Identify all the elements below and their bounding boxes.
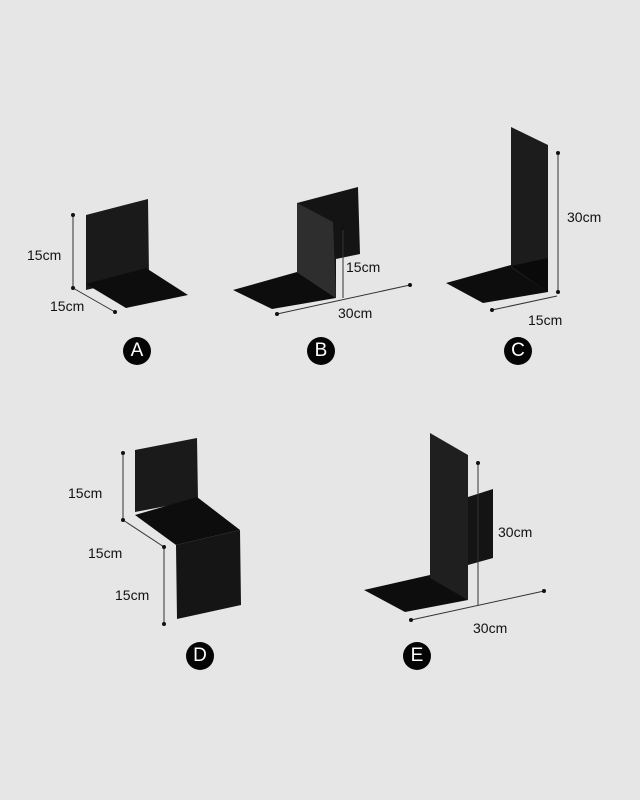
dim-label-a-depth: 15cm	[50, 298, 85, 314]
bookend-b	[233, 187, 412, 316]
bookend-e-tall-panel	[430, 433, 468, 600]
bookend-a-back-panel	[86, 199, 149, 290]
dim-label-c-depth: 15cm	[528, 312, 563, 328]
variant-badge-e: E	[403, 642, 431, 670]
variant-badge-d: D	[186, 642, 214, 670]
bookend-d	[121, 438, 241, 626]
bookend-d-step	[135, 497, 240, 545]
bookend-a	[71, 199, 188, 314]
bookend-b-fold-panel	[297, 203, 336, 298]
dim-label-b-height: 15cm	[346, 259, 381, 275]
dim-label-c-height: 30cm	[567, 209, 602, 225]
dim-label-a-height: 15cm	[27, 247, 62, 263]
dim-label-e-width: 30cm	[473, 620, 508, 636]
bookend-d-upper-panel	[135, 438, 198, 512]
variant-badge-a: A	[123, 337, 151, 365]
dim-label-d-upper: 15cm	[68, 485, 103, 501]
bookend-c	[446, 127, 560, 312]
bookend-b-base	[233, 272, 336, 309]
bookend-e	[364, 433, 546, 622]
variant-badge-c: C	[504, 337, 532, 365]
dim-label-b-width: 30cm	[338, 305, 373, 321]
bookend-c-tall-panel	[511, 127, 548, 292]
bookend-d-lower-panel	[176, 530, 241, 619]
dim-label-d-lower: 15cm	[115, 587, 150, 603]
variant-badge-b: B	[307, 337, 335, 365]
dim-label-e-height: 30cm	[498, 524, 533, 540]
bookend-a-base	[86, 268, 188, 308]
dim-label-d-step: 15cm	[88, 545, 123, 561]
bookend-e-small-panel	[468, 489, 493, 565]
